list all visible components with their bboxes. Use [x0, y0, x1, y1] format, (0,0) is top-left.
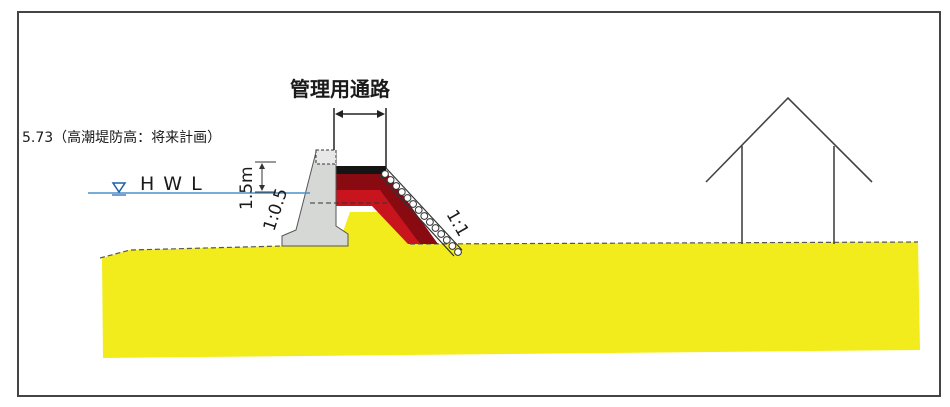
- ground-line: [99, 245, 283, 259]
- revetment-block: [448, 242, 457, 250]
- revetment-block: [392, 182, 401, 190]
- road-dim-arrowhead-left: [335, 110, 343, 118]
- block-chain-edge-lower: [379, 175, 455, 257]
- revetment-block: [437, 230, 446, 238]
- house-roof-icon: [705, 96, 873, 183]
- revetment-block: [426, 218, 434, 226]
- revetment-blocks: [381, 170, 462, 256]
- road-dim-arrowhead-right: [377, 110, 385, 118]
- revetment-block: [420, 212, 429, 220]
- revetment-block: [386, 176, 395, 184]
- height-dim-arrowhead-top: [259, 163, 265, 169]
- embankment-slope-label: 1:1: [442, 207, 473, 241]
- block-chain-edge-upper: [385, 167, 463, 251]
- revetment-block: [409, 200, 418, 208]
- hwl-label: HWL: [140, 173, 211, 195]
- revetment-block: [414, 206, 423, 214]
- revetment-block: [381, 170, 389, 178]
- ground-line-right: [409, 241, 919, 245]
- diagram-frame: [17, 11, 941, 397]
- crown-height-label: 5.73（高潮堤防高：将来計画）: [22, 129, 221, 146]
- revetment-block: [431, 224, 440, 232]
- revetment-block: [442, 236, 451, 244]
- height-dim-label: 1.5m: [237, 166, 257, 210]
- revetment-block: [397, 188, 406, 196]
- revetment-red-layer: [336, 190, 420, 244]
- revetment-block: [403, 194, 412, 202]
- height-dim-arrowhead-bottom: [259, 185, 265, 191]
- road-label: 管理用通路: [290, 77, 391, 101]
- road-pavement: [336, 166, 386, 174]
- ground-body: [102, 212, 920, 358]
- parapet-wall: [281, 151, 349, 247]
- revetment-dark-layer: [336, 170, 438, 244]
- parapet-crown: [315, 149, 337, 165]
- revetment-block: [454, 248, 462, 256]
- hwl-marker-icon: [111, 182, 127, 194]
